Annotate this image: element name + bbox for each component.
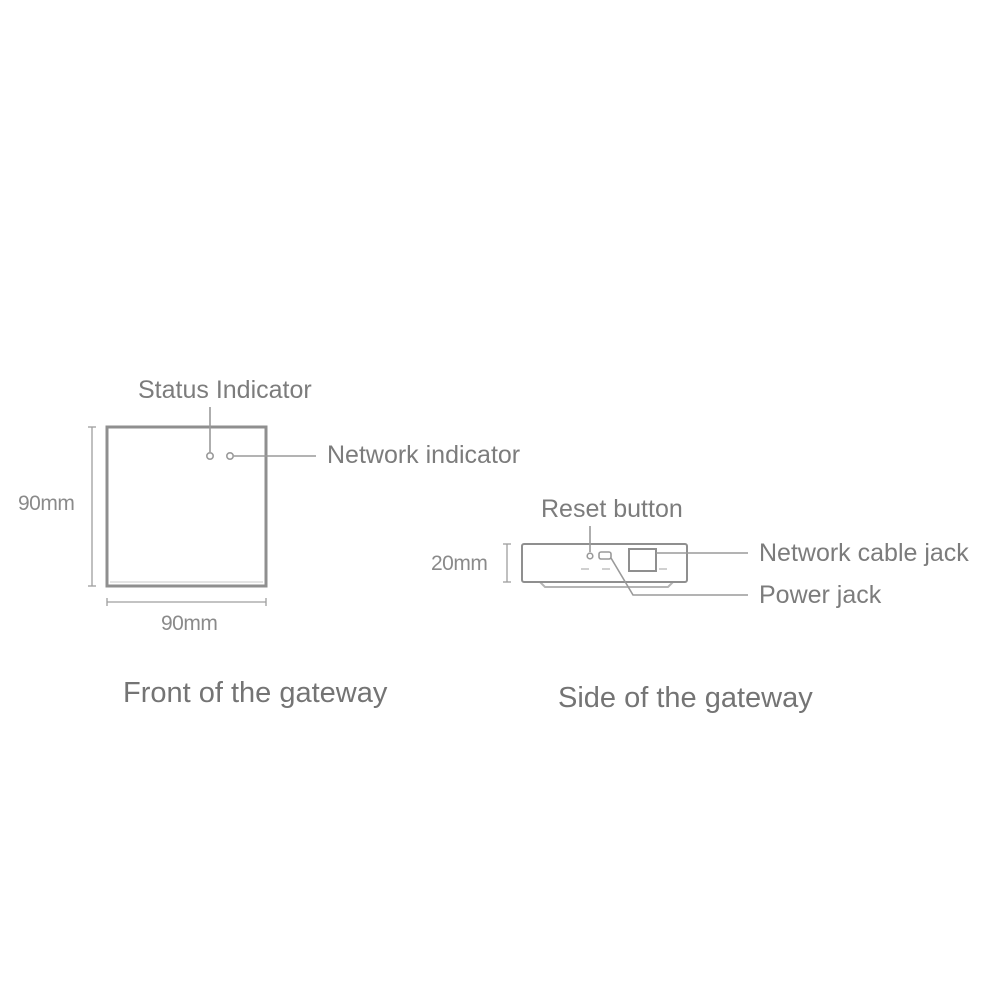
reset-button-label: Reset button [541, 495, 683, 523]
front-height-label: 90mm [18, 492, 75, 515]
status-indicator-dot [206, 451, 215, 460]
network-cable-jack-label: Network cable jack [759, 539, 969, 567]
power-jack-label: Power jack [759, 581, 882, 609]
front-caption: Front of the gateway [123, 677, 388, 709]
network-cable-jack-port [628, 548, 657, 572]
reset-button-hole [586, 552, 594, 560]
front-height-dimension [88, 426, 96, 587]
network-indicator-label: Network indicator [327, 441, 521, 469]
status-indicator-label: Status Indicator [138, 376, 312, 404]
side-device-body [521, 543, 688, 583]
front-view [88, 407, 316, 606]
side-device-base [539, 581, 674, 588]
side-view [503, 526, 748, 596]
front-width-dimension [106, 598, 267, 606]
side-height-dimension [503, 543, 511, 583]
front-device-body [105, 425, 268, 588]
power-jack-leader [610, 557, 748, 596]
front-width-label: 90mm [161, 612, 218, 635]
side-caption: Side of the gateway [558, 682, 813, 714]
network-indicator-dot [226, 451, 235, 460]
power-jack-port [598, 551, 612, 560]
side-height-label: 20mm [431, 552, 488, 575]
